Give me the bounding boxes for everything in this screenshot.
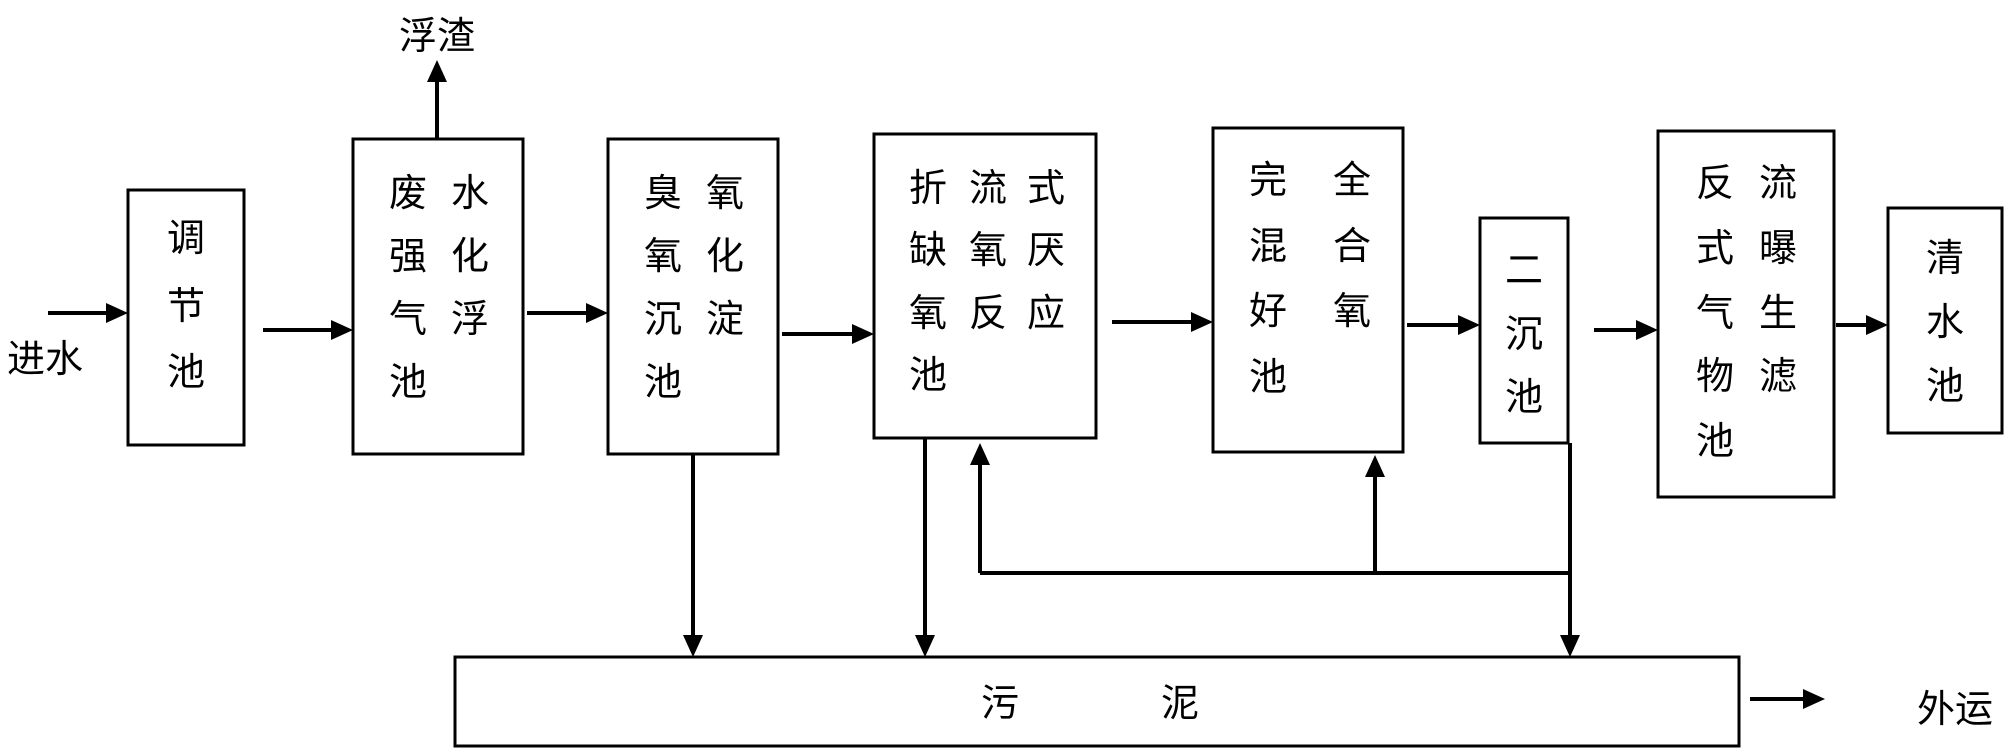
aerobic-tank-char: 合 (1333, 224, 1371, 268)
clarifier-char: 池 (1505, 375, 1543, 419)
complete-mix-aerobic-tank: 完 全 混 合 好 氧 池 (1211, 126, 1405, 454)
scum-arrow (427, 60, 447, 139)
regulating-tank-char: 节 (167, 284, 205, 328)
clear-water-char: 清 (1926, 236, 1964, 280)
ozone-oxidation-sedimentation-tank: 臭 氧 氧 化 沉 淀 池 (606, 137, 780, 456)
baf-char: 流 (1759, 161, 1797, 205)
aerobic-tank-char: 氧 (1333, 289, 1371, 333)
baf-char: 气 (1696, 291, 1734, 335)
baffled-tank-char: 反 (969, 291, 1007, 335)
flow-arrow-aerobic-to-clarifier (1407, 315, 1480, 335)
aerobic-tank-char: 好 (1249, 289, 1287, 333)
transport-label: 外运 (1917, 687, 1993, 731)
baf-char: 池 (1696, 419, 1734, 463)
sludge-arrow-baffled (915, 438, 935, 657)
air-flotation-char: 化 (451, 234, 489, 278)
baffled-tank-char: 缺 (909, 228, 947, 272)
aerobic-tank-char: 池 (1249, 355, 1287, 399)
clear-water-char: 水 (1926, 300, 1964, 344)
ozone-tank-char: 氧 (644, 234, 682, 278)
ozone-tank-char: 臭 (644, 171, 682, 215)
transport-arrow (1750, 689, 1825, 709)
scum-label: 浮渣 (399, 14, 475, 58)
aerobic-tank-char: 混 (1249, 224, 1287, 268)
flow-arrow-clarifier-to-baf (1594, 320, 1658, 340)
sludge-tank: 污 泥 (453, 655, 1741, 748)
air-flotation-tank: 废 水 强 化 气 浮 池 (351, 137, 525, 456)
regulating-tank-char: 调 (167, 216, 205, 260)
flow-arrow-regulating-to-flotation (263, 320, 353, 340)
baf-char: 物 (1696, 354, 1734, 398)
baffled-tank-char: 流 (969, 166, 1007, 210)
air-flotation-char: 气 (389, 297, 427, 341)
baffled-anoxic-anaerobic-reactor: 折 流 式 缺 氧 厌 氧 反 应 池 (872, 132, 1098, 440)
clear-water-char: 池 (1926, 364, 1964, 408)
aerobic-tank-char: 完 (1249, 158, 1287, 202)
aerobic-tank-char: 全 (1333, 158, 1371, 202)
sludge-char: 污 (981, 681, 1019, 725)
secondary-clarifier: 二 沉 池 (1478, 216, 1570, 445)
baffled-tank-char: 池 (909, 353, 947, 397)
sludge-char: 泥 (1161, 681, 1199, 725)
sludge-return-line (970, 443, 1570, 575)
regulating-tank: 调 节 池 (126, 188, 246, 447)
ozone-tank-char: 沉 (644, 297, 682, 341)
baffled-tank-char: 氧 (969, 228, 1007, 272)
air-flotation-char: 池 (389, 360, 427, 404)
sludge-arrow-ozone (683, 454, 703, 657)
ozone-tank-char: 化 (706, 234, 744, 278)
baf-char: 式 (1696, 226, 1734, 270)
ozone-tank-char: 池 (644, 360, 682, 404)
baf-char: 滤 (1759, 354, 1797, 398)
air-flotation-char: 浮 (451, 297, 489, 341)
air-flotation-char: 强 (389, 234, 427, 278)
air-flotation-char: 水 (451, 171, 489, 215)
sludge-arrow-clarifier (1560, 443, 1580, 657)
ozone-tank-char: 氧 (706, 171, 744, 215)
flow-arrow-flotation-to-ozone (527, 303, 608, 323)
inlet-label: 进水 (7, 337, 83, 381)
flow-arrow-ozone-to-baffled (782, 324, 874, 344)
flow-arrow-inlet (48, 303, 128, 323)
baffled-tank-char: 厌 (1027, 228, 1065, 272)
baffled-tank-char: 式 (1027, 166, 1065, 210)
baf-char: 反 (1696, 161, 1734, 205)
flow-arrow-baffled-to-aerobic (1112, 312, 1213, 332)
clarifier-char: 二 (1505, 248, 1543, 292)
baffled-tank-char: 氧 (909, 291, 947, 335)
biological-aerated-filter: 反 流 式 曝 气 生 物 滤 池 (1656, 129, 1836, 499)
flow-arrow-baf-to-clear-water (1836, 315, 1888, 335)
ozone-tank-char: 淀 (706, 297, 744, 341)
baffled-tank-char: 折 (909, 166, 947, 210)
baf-char: 生 (1759, 291, 1797, 335)
air-flotation-char: 废 (389, 171, 427, 215)
baffled-tank-char: 应 (1027, 291, 1065, 335)
regulating-tank-char: 池 (167, 350, 205, 394)
clear-water-tank: 清 水 池 (1886, 206, 2004, 435)
clarifier-char: 沉 (1505, 312, 1543, 356)
baf-char: 曝 (1759, 226, 1797, 270)
